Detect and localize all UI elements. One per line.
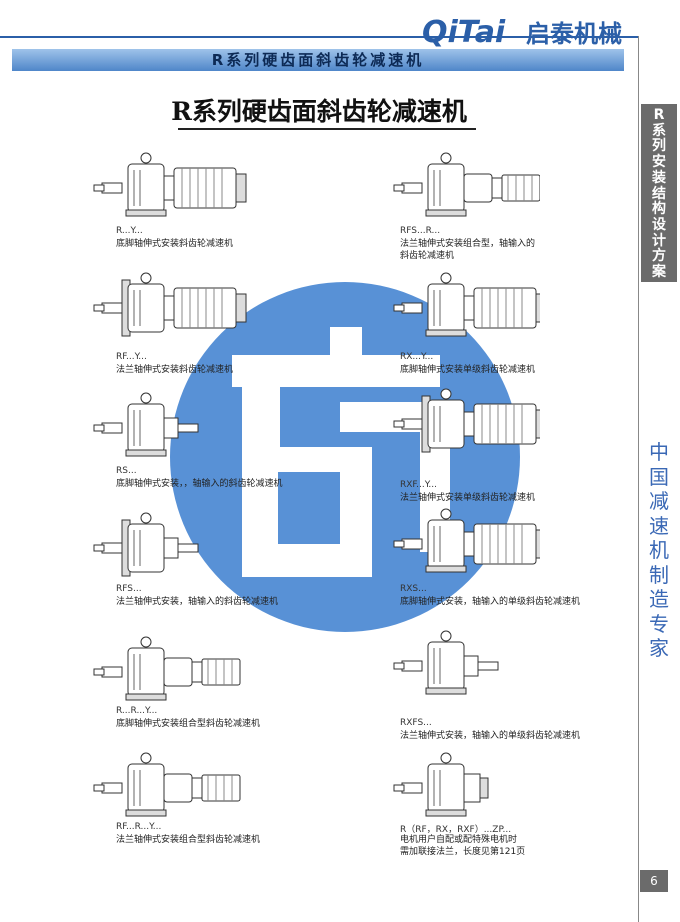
side-slogan: 中国减速机制造专家 <box>644 440 674 661</box>
model-description: 底脚轴伸式安装单级斜齿轮减速机 <box>400 365 536 375</box>
side-tab-char: 方 <box>652 248 666 265</box>
banner-text: R系列硬齿面斜齿轮减速机 <box>211 51 425 69</box>
reducer-drawing <box>90 392 250 464</box>
reducer-drawing <box>390 630 540 702</box>
side-tab-char: 案 <box>652 264 666 281</box>
side-tab-char: R <box>653 107 665 123</box>
model-code: RXF...Y... <box>400 480 437 490</box>
model-code: RFS... <box>116 584 142 594</box>
model-description: 电机用户自配或配特殊电机时 <box>400 835 518 845</box>
model-description: 法兰轴伸式安装组合型斜齿轮减速机 <box>116 835 261 845</box>
model-description: 法兰轴伸式安装组合型，轴输入的 <box>400 239 536 249</box>
model-code: RF...R...Y... <box>116 822 162 832</box>
page-number: 6 <box>640 870 668 892</box>
page-title: R系列硬齿面斜齿轮减速机 <box>171 97 467 126</box>
side-slogan-char: 制 <box>649 562 669 587</box>
model-description: 底脚轴伸式安装组合型斜齿轮减速机 <box>116 719 261 729</box>
model-code: RX...Y... <box>400 352 434 362</box>
reducer-drawing <box>390 272 547 344</box>
side-slogan-char: 造 <box>649 587 669 611</box>
logo-latin-text: QiTai <box>422 15 506 48</box>
side-tab-char: 列 <box>652 138 666 155</box>
model-code: R...R...Y... <box>116 706 158 716</box>
reducer-drawing <box>90 152 270 224</box>
reducer-drawing <box>390 508 547 580</box>
reducer-drawing <box>90 272 290 344</box>
logo-cn-text: 启泰机械 <box>526 20 622 48</box>
model-description: 底脚轴伸式安装，轴输入的单级斜齿轮减速机 <box>400 597 581 607</box>
model-description: 需加联接法兰，长度见第121页 <box>400 847 526 857</box>
side-tab-char: 安 <box>652 154 666 171</box>
model-description: 法兰轴伸式安装，轴输入的斜齿轮减速机 <box>116 597 279 607</box>
title-underline <box>178 128 476 130</box>
side-slogan-char: 家 <box>649 636 669 660</box>
side-frame-line <box>638 36 639 922</box>
side-slogan-char: 国 <box>649 464 669 489</box>
model-description: 法兰轴伸式安装，轴输入的单级斜齿轮减速机 <box>400 731 581 741</box>
side-slogan-char: 机 <box>649 538 669 562</box>
reducer-drawing <box>390 388 547 460</box>
reducer-drawing <box>390 152 541 224</box>
header-rule <box>0 36 638 38</box>
reducer-drawing <box>90 512 250 584</box>
side-slogan-char: 中 <box>649 440 669 464</box>
side-slogan-char: 专 <box>649 611 669 636</box>
model-code: RS... <box>116 466 137 476</box>
side-tab-char: 计 <box>652 232 666 249</box>
model-code: R...Y... <box>116 226 143 236</box>
reducer-drawing <box>90 636 290 708</box>
reducer-drawing <box>390 752 540 824</box>
model-code: RF...Y... <box>116 352 147 362</box>
reducer-drawing <box>90 752 290 824</box>
model-code: R（RF，RX，RXF）...ZP... <box>400 825 512 835</box>
model-description: 底脚轴伸式安装斜齿轮减速机 <box>116 239 234 249</box>
model-code: RFS...R... <box>400 226 441 236</box>
side-slogan-char: 减 <box>649 489 669 513</box>
model-code: RXFS... <box>400 718 432 728</box>
side-tab-char: 设 <box>652 216 666 233</box>
side-tab-char: 系 <box>652 122 666 139</box>
qitai-logo: QiTai 启泰机械 <box>422 15 622 48</box>
model-description: 底脚轴伸式安装，，轴输入的斜齿轮减速机 <box>116 479 283 489</box>
model-description: 斜齿轮减速机 <box>400 251 455 261</box>
model-description: 法兰轴伸式安装单级斜齿轮减速机 <box>400 493 536 503</box>
side-tab-char: 结 <box>652 185 666 202</box>
side-slogan-char: 速 <box>649 513 669 538</box>
model-description: 法兰轴伸式安装斜齿轮减速机 <box>116 365 234 375</box>
model-code: RXS... <box>400 584 427 594</box>
side-tab-char: 装 <box>652 169 666 186</box>
series-banner: R系列硬齿面斜齿轮减速机 <box>12 49 624 71</box>
side-tab-char: 构 <box>652 201 666 218</box>
